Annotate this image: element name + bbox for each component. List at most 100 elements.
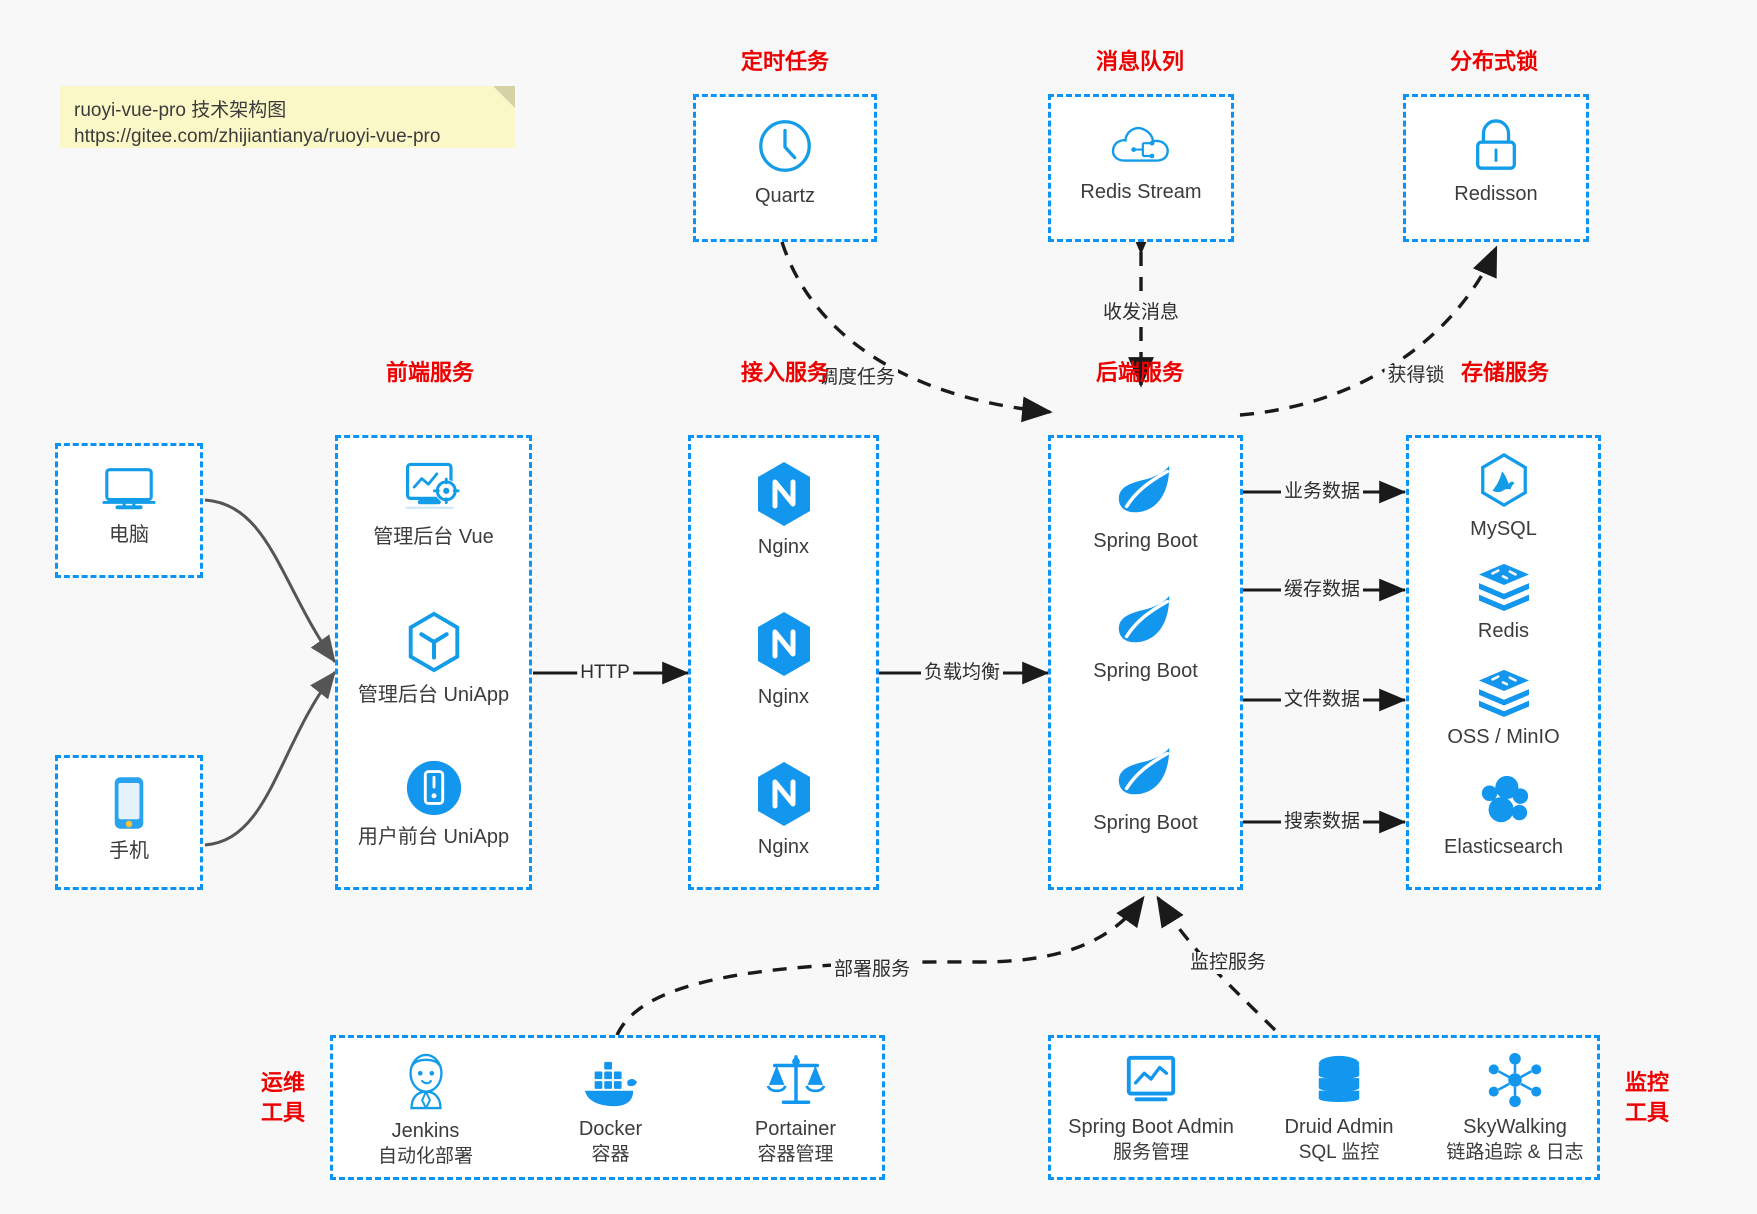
node-oss-minio[interactable]: OSS / MinIO [1409,666,1598,750]
scales-icon [766,1052,826,1110]
node-redis-stream[interactable]: Redis Stream [1051,117,1231,205]
node-spring-boot-2[interactable]: Spring Boot [1051,586,1240,684]
skywalking-icon [1486,1052,1544,1108]
group-message-queue: Redis Stream [1048,94,1234,242]
node-label: Redis [1477,620,1530,642]
mysql-icon [1476,452,1532,510]
group-backend: Spring Boot Spring Boot Spring Boot [1048,435,1243,890]
note-url: https://gitee.com/zhijiantianya/ruoyi-vu… [74,126,441,147]
node-label: MySQL [1470,518,1537,540]
group-client-mobile: 手机 [55,755,203,890]
node-nginx-1[interactable]: Nginx [691,460,876,560]
monitor-chart-icon [1120,1052,1182,1108]
edge-label-http: HTTP [577,662,633,684]
edge-label-cache-data: 缓存数据 [1280,579,1364,601]
node-spring-boot-admin[interactable]: Spring Boot Admin 服务管理 [1051,1052,1251,1166]
spring-boot-icon [1113,456,1179,522]
edge-pc-to-frontend [204,498,337,663]
node-sublabel: 服务管理 [1112,1142,1189,1163]
edge-label-deploy-service: 部署服务 [830,959,914,981]
database-icon [1311,1054,1367,1108]
group-title-message-queue: 消息队列 [1095,49,1184,74]
node-docker[interactable]: Docker 容器 [518,1058,703,1168]
node-label: Jenkins [391,1120,460,1142]
sticky-note: ruoyi-vue-pro 技术架构图 https://gitee.com/zh… [60,86,515,148]
group-devops: Jenkins 自动化部署 [330,1035,885,1180]
cloud-stream-icon [1108,117,1174,173]
node-jenkins[interactable]: Jenkins 自动化部署 [333,1052,518,1170]
node-label: Redis Stream [1080,181,1202,203]
lock-icon [1469,117,1523,175]
group-scheduled-task: Quartz [693,94,877,242]
node-elasticsearch[interactable]: Elasticsearch [1409,772,1598,860]
note-title: ruoyi-vue-pro 技术架构图 [74,100,287,121]
node-label: OSS / MinIO [1447,726,1560,748]
group-title-devops-line2: 工具 [260,1100,305,1125]
oss-minio-icon [1475,666,1533,718]
dashboard-gear-icon [401,458,467,518]
edge-label-send-receive-message: 收发消息 [1099,302,1183,324]
redis-icon [1475,560,1533,612]
group-title-storage: 存储服务 [1460,360,1549,385]
node-pc[interactable]: 电脑 [58,460,200,548]
group-title-frontend: 前端服务 [385,360,474,385]
node-admin-vue[interactable]: 管理后台 Vue [338,458,529,550]
group-title-scheduled-task: 定时任务 [740,49,829,74]
edge-label-load-balance: 负载均衡 [920,662,1004,684]
node-label: Spring Boot [1093,812,1198,834]
edge-label-acquire-lock: 获得锁 [1384,365,1448,387]
node-label: Spring Boot [1093,530,1198,552]
group-title-monitoring-line2: 工具 [1624,1100,1669,1125]
smartphone-icon [109,774,149,832]
edge-label-schedule-task: 调度任务 [815,367,899,389]
desktop-icon [98,460,160,516]
node-redis[interactable]: Redis [1409,560,1598,644]
group-title-gateway: 接入服务 [740,360,829,385]
node-sublabel: 容器 [591,1144,630,1165]
mobile-circle-icon [404,758,464,818]
group-storage: MySQL Redis OS [1406,435,1601,890]
node-quartz[interactable]: Quartz [696,115,874,209]
node-user-uniapp[interactable]: 用户前台 UniApp [338,758,529,850]
spring-boot-icon [1113,586,1179,652]
node-label: Elasticsearch [1444,836,1563,858]
edge-label-search-data: 搜索数据 [1280,811,1364,833]
node-label: 电脑 [109,524,149,546]
group-title-monitoring: 监控 工具 [1612,1068,1682,1128]
node-label: 管理后台 UniApp [357,684,510,706]
node-label: 用户前台 UniApp [357,826,510,848]
edge-acquire-lock [1239,245,1498,417]
docker-icon [579,1058,643,1110]
node-nginx-2[interactable]: Nginx [691,610,876,710]
node-spring-boot-1[interactable]: Spring Boot [1051,456,1240,554]
edge-label-business-data: 业务数据 [1280,481,1364,503]
edge-mobile-to-frontend [204,671,337,847]
spring-boot-icon [1113,738,1179,804]
node-mobile[interactable]: 手机 [58,774,200,864]
node-redisson[interactable]: Redisson [1406,117,1586,207]
edge-label-file-data: 文件数据 [1280,689,1364,711]
jenkins-icon [398,1052,454,1112]
node-label: Nginx [757,536,810,558]
node-label: Redisson [1454,183,1538,205]
node-skywalking[interactable]: SkyWalking 链路追踪 & 日志 [1427,1052,1603,1166]
node-label: Spring Boot [1093,660,1198,682]
node-label: Quartz [754,185,816,207]
node-label: Portainer [754,1118,837,1140]
node-mysql[interactable]: MySQL [1409,452,1598,542]
node-label: Nginx [757,686,810,708]
node-label: SkyWalking [1463,1116,1567,1138]
edge-label-monitor-service: 监控服务 [1186,952,1270,974]
node-portainer[interactable]: Portainer 容器管理 [703,1052,888,1168]
nginx-icon [753,610,815,678]
node-sublabel: 容器管理 [757,1144,834,1165]
nginx-icon [753,760,815,828]
node-admin-uniapp[interactable]: 管理后台 UniApp [338,610,529,708]
node-nginx-3[interactable]: Nginx [691,760,876,860]
node-label: 手机 [109,840,149,862]
node-druid-admin[interactable]: Druid Admin SQL 监控 [1251,1054,1427,1166]
node-spring-boot-3[interactable]: Spring Boot [1051,738,1240,836]
node-sublabel: 链路追踪 & 日志 [1446,1142,1584,1163]
group-title-devops-line1: 运维 [260,1070,305,1095]
